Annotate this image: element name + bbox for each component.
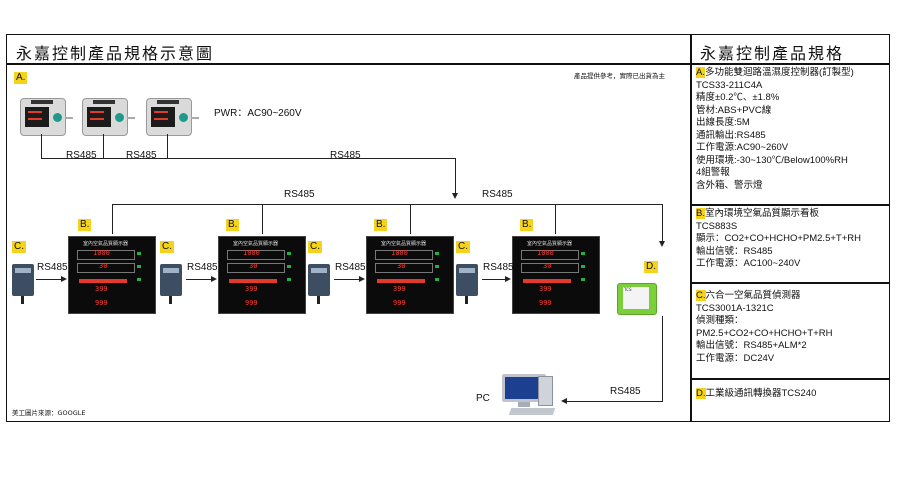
spec-a: A.多功能雙迴路溫濕度控制器(訂製型) TCS33-211C4A 精度±0.2℃… [696,67,854,192]
wire [662,204,663,242]
image-source: 美工圖片來源：GOOGLE [12,407,86,417]
tag-c: C. [12,241,26,253]
controller-a-2 [82,98,128,136]
wire [566,401,663,402]
wire [112,204,113,234]
keyboard-icon [509,408,556,415]
rs485-label: RS485 [610,386,641,397]
spec-title: 永嘉控制產品規格 [700,40,844,64]
arrow-right [211,276,217,282]
rs485-label: RS485 [482,189,513,200]
rs485-label: RS485 [37,262,68,273]
rs485-label: RS485 [66,150,97,161]
wire [41,134,42,158]
arrow-right [505,276,511,282]
rs485-label: RS485 [330,150,361,161]
tag-b: B. [226,219,239,231]
rs485-label: RS485 [483,262,514,273]
wire [186,279,212,280]
wire [103,134,104,158]
air-quality-sensor [456,264,478,296]
arrow-right [359,276,365,282]
wire [167,134,168,158]
rs485-label: RS485 [335,262,366,273]
wire [262,204,263,234]
tag-b: B. [374,219,387,231]
spec-c: C.六合一空氣品質偵測器 TCS3001A-1321C 偵測種類： PM2.5+… [696,290,832,365]
wire [455,158,456,194]
tag-d: D. [644,261,658,273]
wire [36,279,62,280]
controller-a-1 [20,98,66,136]
wire [41,158,456,159]
arrow-left [561,398,567,404]
wire [662,316,663,402]
tag-c: C. [160,241,174,253]
wire [112,204,662,205]
air-quality-sensor [160,264,182,296]
tag-b: B. [520,219,533,231]
arrow-right [61,276,67,282]
column-divider [690,34,692,422]
air-quality-sensor [12,264,34,296]
rs485-label: RS485 [187,262,218,273]
pwr-label: PWR：AC90~260V [214,104,302,119]
rs485-label: RS485 [126,150,157,161]
rs485-label: RS485 [284,189,315,200]
spec-d: D.工業級通訊轉換器TCS240 [696,388,816,401]
spec-divider-cd [690,378,890,380]
air-quality-display: 室內空氣品質顯示器 1000 30 399 999 [512,236,600,314]
spec-b: B.室內環境空氣品質顯示看板 TCS883S 顯示：CO2+CO+HCHO+PM… [696,208,861,271]
pc-tower-icon [538,376,553,406]
pc-label: PC [476,393,490,404]
diagram-title: 永嘉控制產品規格示意圖 [16,40,214,64]
wire [555,204,556,234]
arrow-down [452,193,458,199]
wire [334,279,360,280]
air-quality-display: 室內空氣品質顯示器 1000 30 399 999 [218,236,306,314]
arrow-down [659,241,665,247]
wire [410,204,411,234]
air-quality-display: 室內空氣品質顯示器 1000 30 399 999 [68,236,156,314]
pc-stand [518,402,530,407]
spec-divider-bc [690,282,890,284]
wire [482,279,506,280]
tag-c: C. [456,241,470,253]
disclaimer-note: 產品提供參考，實際已出貨為主 [574,70,665,80]
communication-converter: TCS [617,283,657,315]
air-quality-sensor [308,264,330,296]
tag-c: C. [308,241,322,253]
tag-a: A. [14,72,27,84]
air-quality-display: 室內空氣品質顯示器 1000 30 399 999 [366,236,454,314]
spec-divider-ab [690,204,890,206]
controller-a-3 [146,98,192,136]
tag-b: B. [78,219,91,231]
